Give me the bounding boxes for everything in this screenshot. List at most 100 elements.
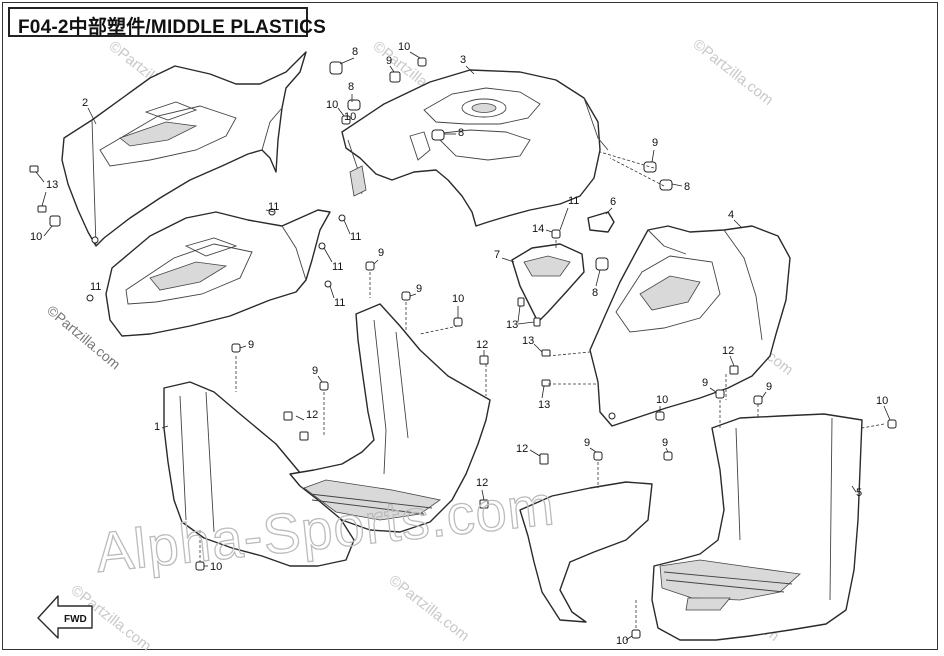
bolt-9 <box>365 261 375 271</box>
grommet-8 <box>329 61 343 75</box>
bolt-10 <box>631 629 641 639</box>
watermark-partzilla: ©Partzilla.com <box>690 36 777 109</box>
part-5-right-footwell <box>519 413 863 641</box>
callout-9: 9 <box>702 377 708 389</box>
clip-12 <box>729 365 739 375</box>
bolt-10 <box>341 115 351 125</box>
clip-13 <box>533 317 541 327</box>
callout-10: 10 <box>398 41 410 53</box>
callouts: 2 3 4 5 6 7 1 8 8 8 8 8 9 9 9 9 9 9 <box>30 41 891 647</box>
callout-11: 11 <box>334 297 345 309</box>
watermark-partzilla: ©Partzilla.com <box>386 572 473 645</box>
clip-13 <box>29 165 39 173</box>
callout-5: 5 <box>856 487 862 499</box>
clip-12 <box>479 355 489 365</box>
callout-4: 4 <box>728 209 734 221</box>
callout-12: 12 <box>516 443 528 455</box>
callout-12: 12 <box>306 409 318 421</box>
callout-11: 11 <box>568 195 579 207</box>
bolt-10 <box>417 57 427 67</box>
callout-7: 7 <box>494 249 500 261</box>
bolt-9 <box>231 343 241 353</box>
callout-8: 8 <box>348 81 354 93</box>
part-3-center-cover <box>341 69 609 227</box>
callout-10: 10 <box>656 394 668 406</box>
callout-9: 9 <box>416 283 422 295</box>
bolt-10 <box>887 419 897 429</box>
callout-10: 10 <box>452 293 464 305</box>
bolt-9 <box>319 381 329 391</box>
diagram-frame <box>2 2 938 650</box>
clip-13 <box>517 297 525 307</box>
callout-9: 9 <box>652 137 658 149</box>
callout-1: 1 <box>154 421 160 433</box>
grommet-8 <box>595 257 609 271</box>
bolt-9 <box>663 451 673 461</box>
part-2-left-front-fender <box>61 51 307 247</box>
callout-2: 2 <box>82 97 88 109</box>
grommet-9 <box>643 161 657 173</box>
bolt-9 <box>401 291 411 301</box>
callout-8: 8 <box>352 46 358 58</box>
bolt-10 <box>655 411 665 421</box>
bolt-9 <box>753 395 763 405</box>
callout-11: 11 <box>90 281 101 293</box>
callout-11: 11 <box>268 201 279 213</box>
callout-6: 6 <box>610 196 616 208</box>
callout-13: 13 <box>538 399 550 411</box>
callout-10: 10 <box>344 111 356 123</box>
fwd-arrow: FWD <box>37 595 93 639</box>
fasteners <box>29 57 897 639</box>
clip-13 <box>541 379 551 387</box>
grommet-8 <box>659 179 673 191</box>
callout-9: 9 <box>766 381 772 393</box>
clip-13 <box>37 205 47 213</box>
clip-12 <box>299 431 309 441</box>
callout-10: 10 <box>326 99 338 111</box>
callout-13: 13 <box>46 179 58 191</box>
screw-11 <box>338 214 346 222</box>
part-1-left-footwell <box>163 303 491 567</box>
grommet-8 <box>431 129 445 141</box>
bolt-10 <box>49 215 61 227</box>
bolt-9 <box>715 389 725 399</box>
callout-8: 8 <box>592 287 598 299</box>
callout-10: 10 <box>210 561 222 573</box>
callout-10: 10 <box>616 635 628 647</box>
callout-12: 12 <box>476 339 488 351</box>
callout-9: 9 <box>386 55 392 67</box>
screw-11 <box>318 242 326 250</box>
part-6-bracket <box>587 211 615 233</box>
clip-12 <box>283 411 293 421</box>
clip-12 <box>539 453 549 465</box>
bolt-14 <box>551 229 561 239</box>
diagram-title: F04-2中部塑件/MIDDLE PLASTICS <box>18 17 326 38</box>
callout-13: 13 <box>522 335 534 347</box>
callout-13: 13 <box>506 319 518 331</box>
callout-10: 10 <box>30 231 42 243</box>
screw-11 <box>324 280 332 288</box>
part-7-small-cover <box>511 243 585 323</box>
diagram-title-box: F04-2中部塑件/MIDDLE PLASTICS <box>8 7 326 38</box>
callout-9: 9 <box>248 339 254 351</box>
screw-11 <box>268 208 276 216</box>
callout-11: 11 <box>350 231 361 243</box>
fwd-label: FWD <box>64 614 87 625</box>
callout-10: 10 <box>876 395 888 407</box>
part-inner-left-panel <box>105 209 331 337</box>
part-4-right-front-fender <box>589 225 791 427</box>
callout-11: 11 <box>332 261 343 273</box>
callout-9: 9 <box>584 437 590 449</box>
clip-13 <box>541 349 551 357</box>
callout-8: 8 <box>458 127 464 139</box>
callout-9: 9 <box>378 247 384 259</box>
callout-12: 12 <box>722 345 734 357</box>
callout-9: 9 <box>662 437 668 449</box>
assembly-lines <box>199 151 885 630</box>
bolt-9 <box>593 451 603 461</box>
callout-12: 12 <box>476 477 488 489</box>
nut-9 <box>389 71 401 83</box>
screw-11 <box>86 294 94 302</box>
grommet-8 <box>347 99 361 111</box>
